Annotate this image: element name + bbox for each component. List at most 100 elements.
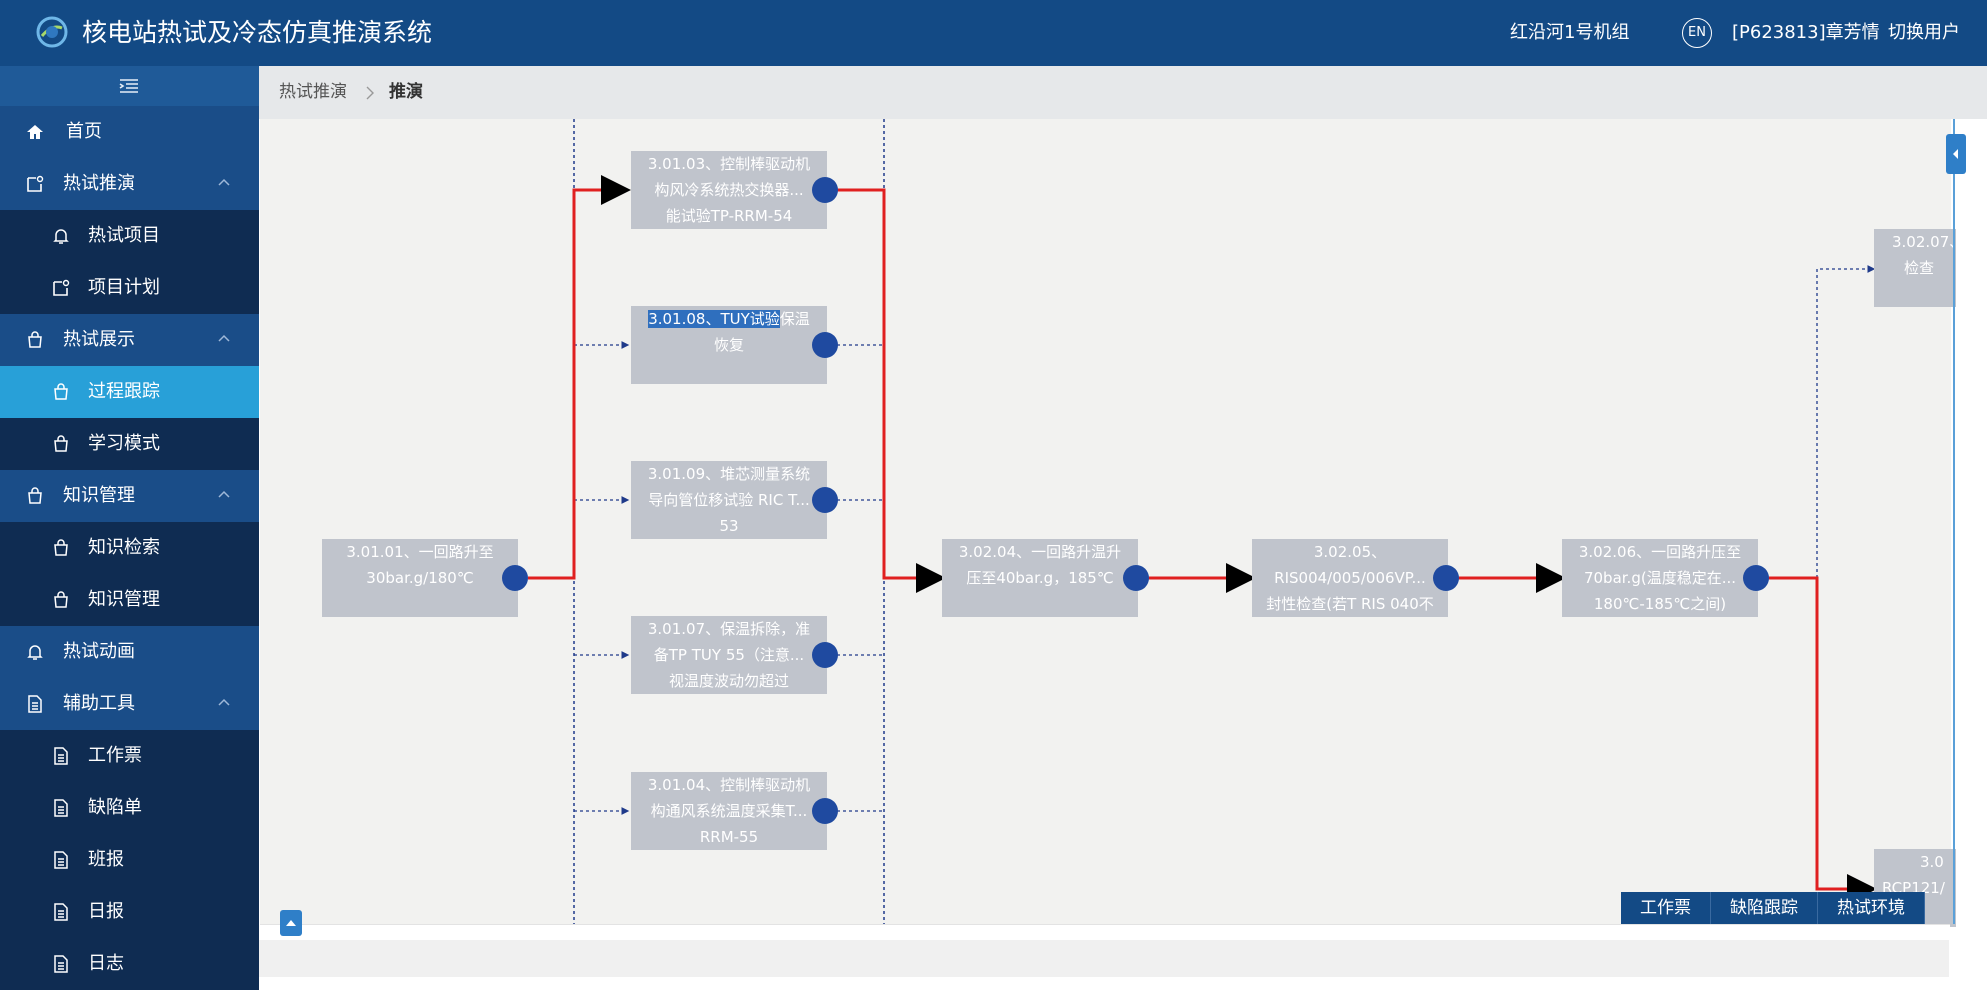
sidebar-item-process-tracking[interactable]: 过程跟踪 xyxy=(0,366,259,418)
breadcrumb-current: 推演 xyxy=(389,82,423,102)
right-divider xyxy=(1953,119,1955,924)
sidebar-item-log[interactable]: 日志 xyxy=(0,938,259,990)
flow-canvas[interactable]: 3.01.01、一回路升至 30bar.g/180℃ 3.01.03、控制棒驱动… xyxy=(260,119,1964,927)
bell-icon xyxy=(53,229,69,244)
caret-up-icon xyxy=(286,920,296,926)
chevron-right-icon xyxy=(366,86,374,100)
sidebar-item-label: 工作票 xyxy=(88,745,142,766)
sidebar-item-label: 学习模式 xyxy=(88,433,160,454)
sidebar-item-knowledge-search[interactable]: 知识检索 xyxy=(0,522,259,574)
bottom-tab-bar: 工作票 缺陷跟踪 热试环境 xyxy=(1621,892,1925,924)
node-port[interactable] xyxy=(812,177,838,203)
breadcrumb: 热试推演 推演 xyxy=(259,66,1987,119)
logo-icon xyxy=(36,16,68,48)
sidebar-item-label: 热试推演 xyxy=(63,173,135,194)
sidebar-item-label: 热试项目 xyxy=(88,225,160,246)
sidebar-item-label: 热试动画 xyxy=(63,641,135,662)
document-icon xyxy=(54,851,68,869)
sidebar-item-label: 日报 xyxy=(88,901,124,922)
node-port[interactable] xyxy=(1123,565,1149,591)
breadcrumb-parent[interactable]: 热试推演 xyxy=(279,82,347,102)
flow-node-3-02-04[interactable]: 3.02.04、一回路升温升 压至40bar.g，185℃ xyxy=(942,539,1138,617)
sidebar-item-daily-report[interactable]: 日报 xyxy=(0,886,259,938)
flow-node-3-01-01[interactable]: 3.01.01、一回路升至 30bar.g/180℃ xyxy=(322,539,518,617)
tab-hot-test-environment[interactable]: 热试环境 xyxy=(1818,892,1925,924)
critical-path-connector xyxy=(1757,576,1877,904)
sidebar-item-label: 辅助工具 xyxy=(63,693,135,714)
sidebar: 首页 热试推演 热试项目 项目计划 热试展示 过程跟踪 学习模式 知识管理 知识… xyxy=(0,66,259,990)
sidebar-item-learning-mode[interactable]: 学习模式 xyxy=(0,418,259,470)
sidebar-item-label: 日志 xyxy=(88,953,124,974)
flow-node-3-01-04[interactable]: 3.01.04、控制棒驱动机 构通风系统温度采集T... RRM-55 xyxy=(631,772,827,850)
bell-icon xyxy=(27,645,43,660)
sidebar-item-label: 缺陷单 xyxy=(88,797,142,818)
switch-user-link[interactable]: 切换用户 xyxy=(1888,22,1960,43)
node-port[interactable] xyxy=(1433,565,1459,591)
sidebar-item-hot-test-project[interactable]: 热试项目 xyxy=(0,210,259,262)
node-port[interactable] xyxy=(812,487,838,513)
top-header: 核电站热试及冷态仿真推演系统 红沿河1号机组 EN [P623813]章芳情 切… xyxy=(0,0,1987,66)
sidebar-item-shift-report[interactable]: 班报 xyxy=(0,834,259,886)
edit-icon xyxy=(53,279,70,296)
bag-icon xyxy=(54,539,68,556)
tab-defect-tracking[interactable]: 缺陷跟踪 xyxy=(1711,892,1818,924)
current-user[interactable]: [P623813]章芳情 xyxy=(1732,22,1880,43)
sidebar-item-label: 首页 xyxy=(66,121,102,142)
flow-node-3-02-07[interactable]: 3.02.07、 检查 xyxy=(1874,229,1964,307)
document-icon xyxy=(54,799,68,817)
sidebar-item-hot-test-animation[interactable]: 热试动画 xyxy=(0,626,259,678)
node-port[interactable] xyxy=(502,565,528,591)
caret-left-icon xyxy=(1953,149,1958,159)
node-port[interactable] xyxy=(812,642,838,668)
sidebar-item-label: 知识检索 xyxy=(88,537,160,558)
sidebar-group-hot-test-deduction[interactable]: 热试推演 xyxy=(0,158,259,210)
sidebar-collapse-button[interactable] xyxy=(0,66,259,106)
node-port[interactable] xyxy=(812,798,838,824)
horizontal-scrollbar[interactable] xyxy=(260,924,1950,941)
sidebar-group-knowledge-management[interactable]: 知识管理 xyxy=(0,470,259,522)
sidebar-item-label: 班报 xyxy=(88,849,124,870)
sidebar-item-label: 热试展示 xyxy=(63,329,135,350)
document-icon xyxy=(54,903,68,921)
bottom-area xyxy=(259,940,1949,977)
critical-path-connector xyxy=(528,175,631,580)
flow-node-3-02-05[interactable]: 3.02.05、 RIS004/005/006VP... 封性检查(若T RIS… xyxy=(1252,539,1448,617)
expand-panel-button[interactable] xyxy=(280,910,302,936)
flow-node-3-01-03[interactable]: 3.01.03、控制棒驱动机 构风冷系统热交换器... 能试验TP-RRM-54 xyxy=(631,151,827,229)
sidebar-group-hot-test-display[interactable]: 热试展示 xyxy=(0,314,259,366)
sidebar-item-label: 知识管理 xyxy=(63,485,135,506)
app-title: 核电站热试及冷态仿真推演系统 xyxy=(82,18,433,47)
chevron-up-icon xyxy=(218,490,230,498)
node-port[interactable] xyxy=(1743,565,1769,591)
sidebar-item-defect-list[interactable]: 缺陷单 xyxy=(0,782,259,834)
bag-icon xyxy=(28,331,42,348)
sidebar-item-knowledge-admin[interactable]: 知识管理 xyxy=(0,574,259,626)
sidebar-item-work-ticket[interactable]: 工作票 xyxy=(0,730,259,782)
sidebar-group-aux-tools[interactable]: 辅助工具 xyxy=(0,678,259,730)
flow-node-3-02-06[interactable]: 3.02.06、一回路升压至 70bar.g(温度稳定在... 180℃-185… xyxy=(1562,539,1758,617)
sidebar-item-home[interactable]: 首页 xyxy=(0,106,259,158)
unit-selector[interactable]: 红沿河1号机组 xyxy=(1510,22,1630,43)
document-icon xyxy=(54,747,68,765)
document-icon xyxy=(28,695,42,713)
flow-connectors xyxy=(528,119,1877,924)
sidebar-item-label: 项目计划 xyxy=(88,277,160,298)
flow-node-3-01-07[interactable]: 3.01.07、保温拆除，准 备TP TUY 55（注意... 视温度波动勿超过 xyxy=(631,616,827,694)
home-icon xyxy=(27,125,43,139)
language-toggle-button[interactable]: EN xyxy=(1682,18,1712,48)
bag-icon xyxy=(54,383,68,400)
tab-work-ticket[interactable]: 工作票 xyxy=(1621,892,1711,924)
bag-icon xyxy=(54,591,68,608)
dotted-connector xyxy=(1816,265,1876,578)
edit-icon xyxy=(27,175,44,192)
flow-node-3-01-09[interactable]: 3.01.09、堆芯测量系统 导向管位移试验 RIC T... 53 xyxy=(631,461,827,539)
flow-node-3-01-08[interactable]: 3.01.08、TUY试验保温 恢复 xyxy=(631,306,827,384)
sidebar-item-label: 知识管理 xyxy=(88,589,160,610)
critical-path-connector xyxy=(825,188,946,593)
side-panel-toggle[interactable] xyxy=(1946,134,1966,174)
node-port[interactable] xyxy=(812,332,838,358)
chevron-up-icon xyxy=(218,178,230,186)
chevron-up-icon xyxy=(218,698,230,706)
bag-icon xyxy=(28,487,42,504)
sidebar-item-project-plan[interactable]: 项目计划 xyxy=(0,262,259,314)
